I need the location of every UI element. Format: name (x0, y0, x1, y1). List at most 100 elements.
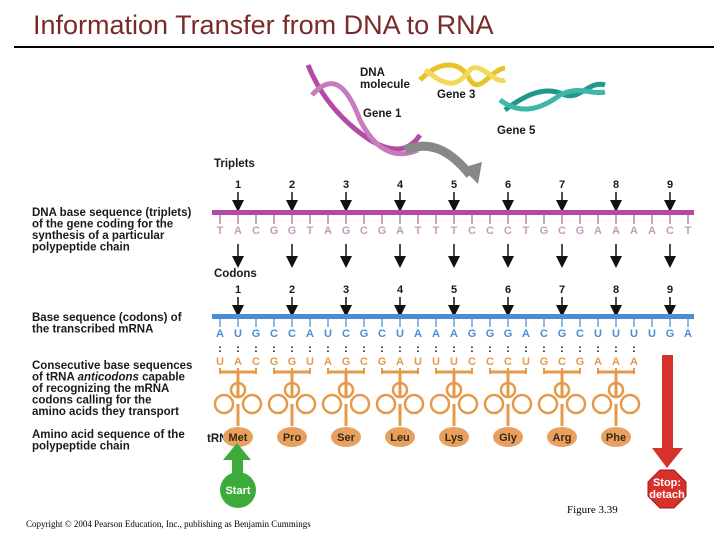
amino-acid-label: Ser (337, 432, 355, 444)
dna-base: T (451, 225, 458, 237)
anticodon-base: U (432, 356, 440, 368)
amino-acid-bead (547, 427, 577, 447)
mrna-base: A (216, 328, 224, 340)
figure-number: Figure 3.39 (567, 504, 618, 516)
pairing-dots: : (272, 343, 276, 355)
anticodon-base: G (576, 356, 585, 368)
pairing-dots: : (524, 343, 528, 355)
amino-acid-bead (385, 427, 415, 447)
anticodon-base: C (252, 356, 260, 368)
trna-top-loop (499, 381, 517, 399)
codon-number: 1 (235, 284, 241, 296)
label-line: Base sequence (codons) of (32, 312, 182, 324)
pairing-dots: : (506, 343, 510, 355)
trna-left-loop (537, 393, 559, 415)
trna-right-loop (349, 393, 371, 415)
stop-marker: Stop:detach (647, 355, 687, 509)
mrna-base: C (270, 328, 278, 340)
triplet-number: 1 (235, 179, 241, 191)
amino-acid-bead (439, 427, 469, 447)
mrna-base: G (666, 328, 675, 340)
mrna-base: G (468, 328, 477, 340)
start-marker: Start (220, 443, 256, 508)
trna-right-loop (619, 393, 641, 415)
triplet-number: 5 (451, 179, 457, 191)
mrna-base: A (432, 328, 440, 340)
anticodon-base: C (468, 356, 476, 368)
trna-top-loop (337, 381, 355, 399)
trna-right-loop (457, 393, 479, 415)
dna-base: T (433, 225, 440, 237)
amino-acid-label: Arg (553, 432, 572, 444)
label-line: Stop: (653, 477, 681, 489)
trna-right-loop (295, 393, 317, 415)
dna-base: C (504, 225, 512, 237)
label-line: codons calling for the (32, 395, 151, 407)
anticodon-base: G (270, 356, 279, 368)
triplet-number: 7 (559, 179, 565, 191)
trna-right-loop (403, 393, 425, 415)
dna-base: C (558, 225, 566, 237)
dna-base: G (342, 225, 351, 237)
amino-acid-label: Leu (390, 432, 410, 444)
dna-molecule-label: DNA molecule (360, 67, 410, 91)
copyright-notice: Copyright © 2004 Pearson Education, Inc.… (26, 519, 311, 529)
mrna-base: A (522, 328, 530, 340)
anticodon-base: U (414, 356, 422, 368)
dna-base: A (612, 225, 620, 237)
triplet-number: 9 (667, 179, 673, 191)
pairing-dots: : (308, 343, 312, 355)
pairing-dots: : (290, 343, 294, 355)
amino-acid-bead (493, 427, 523, 447)
anticodon-base: A (396, 356, 404, 368)
dna-base: T (415, 225, 422, 237)
trna-left-loop (483, 393, 505, 415)
mrna-base: U (648, 328, 656, 340)
dna-base: G (270, 225, 279, 237)
trna-left-loop (267, 393, 289, 415)
codons-label: Codons (214, 268, 257, 280)
pairing-dots: : (344, 343, 348, 355)
anticodon-base: C (486, 356, 494, 368)
trna-top-loop (283, 381, 301, 399)
anticodon-base: G (342, 356, 351, 368)
mrna-base: U (396, 328, 404, 340)
pairing-dots: : (416, 343, 420, 355)
dna-base: G (288, 225, 297, 237)
mrna-base: U (630, 328, 638, 340)
dna-base: T (217, 225, 224, 237)
label-line: the transcribed mRNA (32, 324, 153, 336)
label-line: amino acids they transport (32, 406, 179, 418)
mrna-base: A (450, 328, 458, 340)
start-label: Start (225, 485, 250, 497)
trna-left-loop (591, 393, 613, 415)
mrna-base: C (378, 328, 386, 340)
anticodon-base: U (306, 356, 314, 368)
amino-acid-label: Gly (499, 432, 518, 444)
dna-base: C (360, 225, 368, 237)
dna-base: T (307, 225, 314, 237)
dna-base: G (378, 225, 387, 237)
dna-base: A (324, 225, 332, 237)
amino-acid-label: Phe (606, 432, 626, 444)
pairing-dots: : (434, 343, 438, 355)
mrna-base: G (558, 328, 567, 340)
triplets-label: Triplets (214, 158, 255, 170)
label-line: of recognizing the mRNA (32, 383, 169, 395)
anticodon-base: A (324, 356, 332, 368)
dna-molecule-line: molecule (360, 79, 410, 91)
amino-acid-bead (223, 427, 253, 447)
mrna-base: U (324, 328, 332, 340)
stop-label: Stop:detach (649, 477, 685, 501)
codon-number: 3 (343, 284, 349, 296)
italic-word: anticodons (78, 372, 139, 384)
pairing-dots: : (596, 343, 600, 355)
gene1-label: Gene 1 (363, 108, 402, 120)
label-line: of the gene coding for the (32, 219, 173, 231)
pairing-dots: : (614, 343, 618, 355)
label-line: Consecutive base sequences (32, 360, 192, 372)
